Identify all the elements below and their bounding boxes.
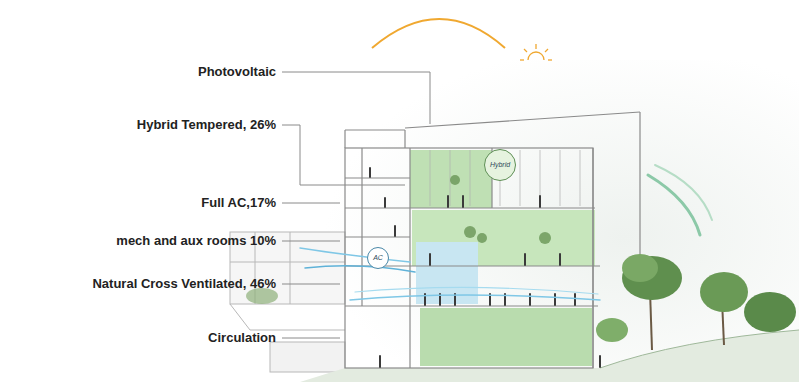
zone-label: Hybrid bbox=[490, 161, 510, 169]
callout-label: Full AC,17% bbox=[201, 195, 276, 211]
callout-label: Circulation bbox=[208, 330, 276, 346]
callout-label: Hybrid Tempered, 26% bbox=[137, 117, 276, 133]
callout-label: Photovoltaic bbox=[198, 64, 276, 80]
zone-circle: AC bbox=[367, 247, 389, 269]
zone-label: AC bbox=[373, 254, 383, 262]
callout-label: Natural Cross Ventilated, 46% bbox=[92, 276, 276, 292]
zone-circle: Hybrid bbox=[484, 149, 516, 181]
callout-label: mech and aux rooms 10% bbox=[116, 233, 276, 249]
